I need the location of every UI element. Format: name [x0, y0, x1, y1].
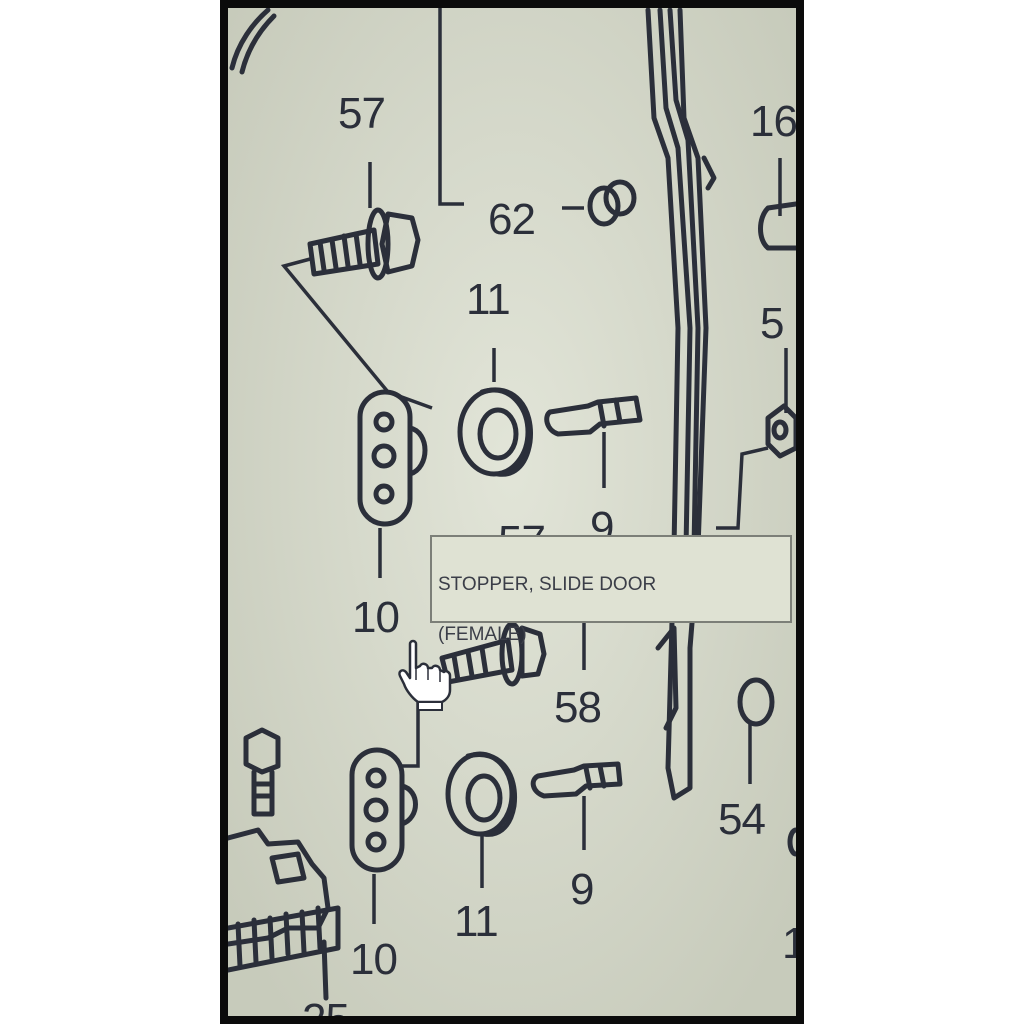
callout-5x[interactable]: 5: [760, 299, 784, 348]
part-bolt-bottom-left[interactable]: [243, 727, 281, 817]
part-9-pin-bottom[interactable]: [530, 761, 623, 799]
callout-16[interactable]: 16: [750, 97, 796, 146]
parts-diagram: 57 62 16 11 5 9 10 57 58 54 9 11 10 25 1: [228, 8, 796, 1016]
part-57-bolt-top[interactable]: [307, 207, 421, 281]
tooltip-line-2: (FEMALE): [438, 624, 527, 645]
callout-10-bottom[interactable]: 10: [350, 935, 398, 984]
callout-57-top[interactable]: 57: [338, 89, 386, 138]
leader-right-bracket: [716, 446, 769, 530]
part-11-grommet-top[interactable]: [457, 387, 534, 477]
part-9-pin-top[interactable]: [544, 395, 643, 437]
parts-diagram-viewport[interactable]: 57 62 16 11 5 9 10 57 58 54 9 11 10 25 1…: [228, 8, 796, 1016]
leader-62: [438, 8, 464, 206]
part-5x-nut[interactable]: [765, 403, 796, 459]
part-10-stopper-bottom[interactable]: [349, 747, 418, 873]
leader-10b-top: [400, 692, 420, 768]
callout-9-bottom[interactable]: 9: [570, 865, 594, 914]
callout-62[interactable]: 62: [488, 195, 536, 244]
callout-10-top[interactable]: 10: [352, 593, 400, 642]
callout-1x[interactable]: 1: [782, 919, 796, 968]
callout-54[interactable]: 54: [718, 795, 766, 844]
slide-door-rail[interactable]: [645, 8, 717, 801]
callout-11-top[interactable]: 11: [466, 275, 511, 324]
tooltip-line-1: STOPPER, SLIDE DOOR: [438, 574, 657, 595]
part-16[interactable]: [758, 201, 797, 251]
callout-58[interactable]: 58: [554, 683, 602, 732]
part-10-stopper-top[interactable]: [357, 389, 428, 527]
part-25-hinge-assembly[interactable]: [228, 827, 341, 1001]
part-62-clip[interactable]: [587, 179, 637, 227]
leader-57a-to-10: [280, 256, 433, 410]
callout-25[interactable]: 25: [302, 995, 350, 1016]
top-left-curve: [229, 8, 271, 71]
part-tooltip: STOPPER, SLIDE DOOR (FEMALE): [430, 535, 792, 645]
top-left-curve-inner: [239, 13, 277, 75]
hand-pointer-icon: [398, 639, 452, 711]
callout-11-bottom[interactable]: 11: [454, 897, 499, 946]
partial-right-part: [787, 827, 796, 857]
part-11-grommet-bottom[interactable]: [445, 751, 518, 837]
part-54-ring[interactable]: [737, 677, 775, 727]
